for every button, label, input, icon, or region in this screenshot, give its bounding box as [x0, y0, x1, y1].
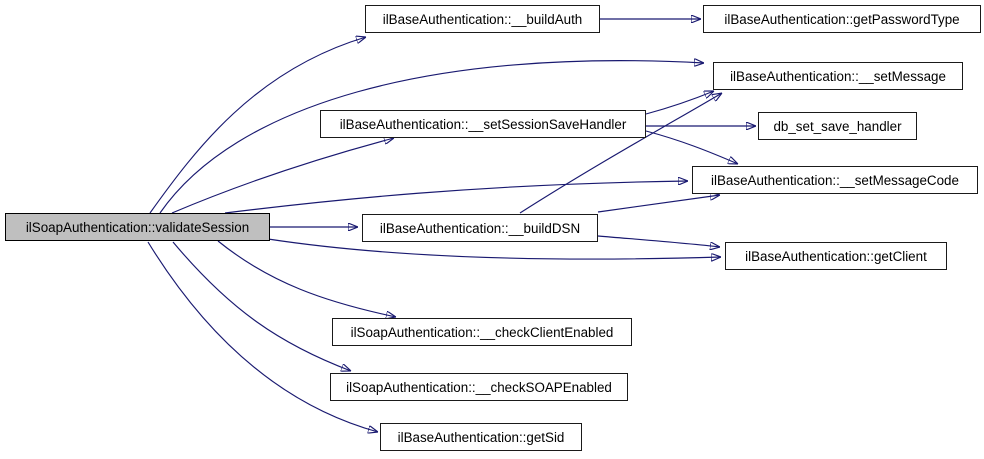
node-label: ilBaseAuthentication::getSid [397, 429, 565, 445]
node-getClient[interactable]: ilBaseAuthentication::getClient [725, 242, 947, 270]
node-label: ilSoapAuthentication::__checkClientEnabl… [350, 324, 614, 340]
node-getSid[interactable]: ilBaseAuthentication::getSid [380, 423, 582, 451]
node-buildDSN[interactable]: ilBaseAuthentication::__buildDSN [362, 214, 598, 242]
edge-validateSession-to-setMessageCode [224, 181, 688, 214]
edge-validateSession-to-setMessage [159, 61, 704, 214]
node-label: ilSoapAuthentication::__checkSOAPEnabled [346, 379, 612, 395]
node-label: ilBaseAuthentication::getClient [745, 248, 927, 264]
node-label: ilBaseAuthentication::__buildDSN [379, 220, 581, 236]
node-getPasswordType[interactable]: ilBaseAuthentication::getPasswordType [703, 5, 981, 33]
node-setMessageCode[interactable]: ilBaseAuthentication::__setMessageCode [692, 166, 978, 194]
node-label: ilBaseAuthentication::__buildAuth [382, 11, 583, 27]
node-label: ilBaseAuthentication::__setSessionSaveHa… [339, 116, 627, 132]
node-label: db_set_save_handler [773, 118, 902, 134]
edge-setSessionSaveHandler-to-setMessageCode [645, 130, 738, 164]
node-setMessage[interactable]: ilBaseAuthentication::__setMessage [713, 62, 963, 90]
edge-validateSession-to-setSessionSaveHandler [171, 138, 394, 214]
edge-buildDSN-to-getClient [597, 235, 720, 247]
node-label: ilSoapAuthentication::validateSession [25, 219, 250, 235]
node-checkClientEnabled[interactable]: ilSoapAuthentication::__checkClientEnabl… [332, 318, 632, 346]
edge-validateSession-to-checkSOAPEnabled [172, 241, 351, 371]
node-label: ilBaseAuthentication::__setMessage [730, 68, 946, 84]
edge-validateSession-to-getClient [267, 238, 721, 259]
edge-buildDSN-to-setMessage [519, 93, 722, 214]
node-label: ilBaseAuthentication::__setMessageCode [711, 172, 959, 188]
edge-validateSession-to-getSid [147, 241, 378, 432]
edge-buildDSN-to-setMessageCode [597, 195, 720, 213]
node-setSessionSaveHandler[interactable]: ilBaseAuthentication::__setSessionSaveHa… [320, 110, 646, 138]
node-label: ilBaseAuthentication::getPasswordType [724, 11, 960, 27]
edge-validateSession-to-checkClientEnabled [217, 240, 396, 317]
edge-validateSession-to-buildAuth [149, 37, 366, 214]
edge-setSessionSaveHandler-to-setMessage [645, 91, 714, 115]
node-dbSetSaveHandler[interactable]: db_set_save_handler [758, 112, 917, 140]
node-validateSession[interactable]: ilSoapAuthentication::validateSession [5, 213, 270, 241]
node-buildAuth[interactable]: ilBaseAuthentication::__buildAuth [365, 5, 600, 33]
node-checkSOAPEnabled[interactable]: ilSoapAuthentication::__checkSOAPEnabled [330, 373, 628, 401]
